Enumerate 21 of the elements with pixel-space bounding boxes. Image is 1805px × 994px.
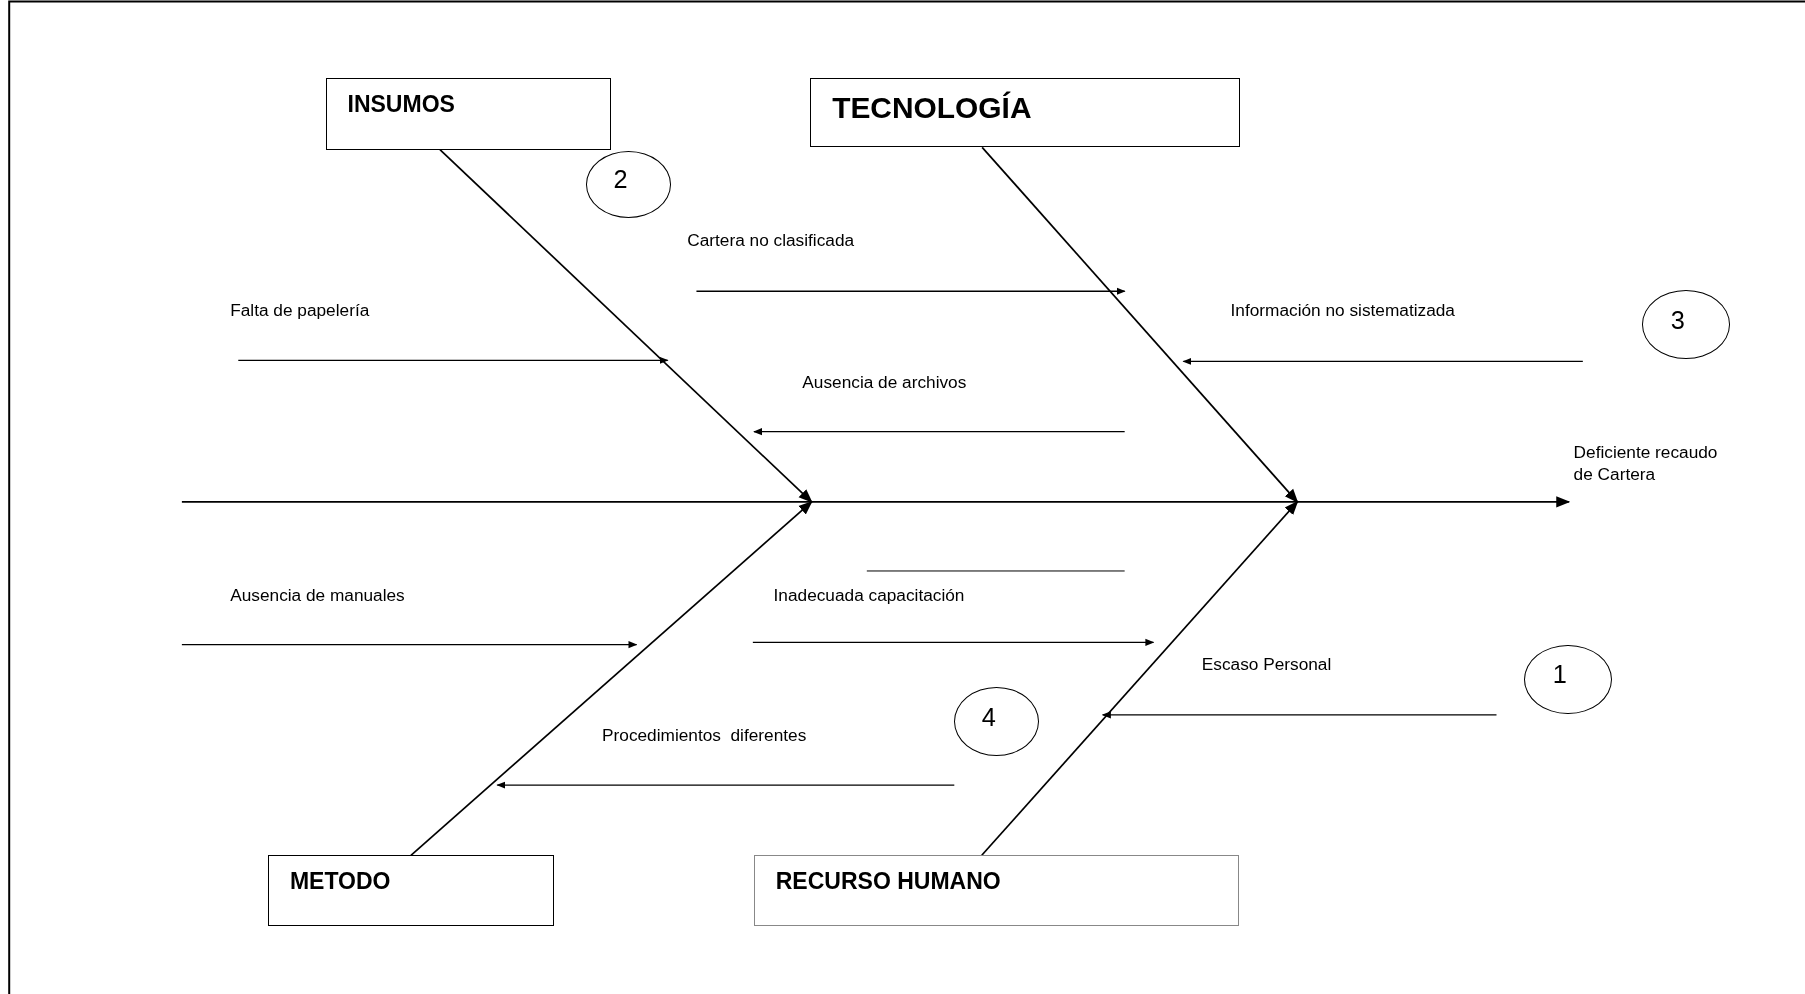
cause-label: Escaso Personal <box>1201 653 1332 675</box>
cause-label: Falta de papelería <box>230 300 370 322</box>
cause-label: Ausencia de manuales <box>230 584 405 606</box>
bone-arrow <box>439 148 813 503</box>
category-box: METODO <box>268 855 554 926</box>
cause-label: Información no sistematizada <box>1230 300 1455 322</box>
cause-label: Procedimientos diferentes <box>602 725 807 747</box>
number-circle: 2 <box>585 150 672 218</box>
category-box: RECURSO HUMANO <box>754 855 1239 926</box>
number-circle: 4 <box>954 687 1040 757</box>
category-box: INSUMOS <box>325 78 612 150</box>
bone-arrow <box>980 500 1299 857</box>
spine-arrow <box>181 496 1571 508</box>
category-box: TECNOLOGÍA <box>810 78 1240 148</box>
effect-text: Deficiente recaudo de Cartera <box>1573 440 1733 486</box>
cause-label: Inadecuada capacitación <box>773 584 965 606</box>
bone-arrow <box>981 146 1299 503</box>
number-circle: 3 <box>1641 290 1731 360</box>
cause-label: Ausencia de archivos <box>802 371 967 393</box>
bone-arrow <box>410 500 813 857</box>
cause-label: Cartera no clasificada <box>687 230 855 252</box>
